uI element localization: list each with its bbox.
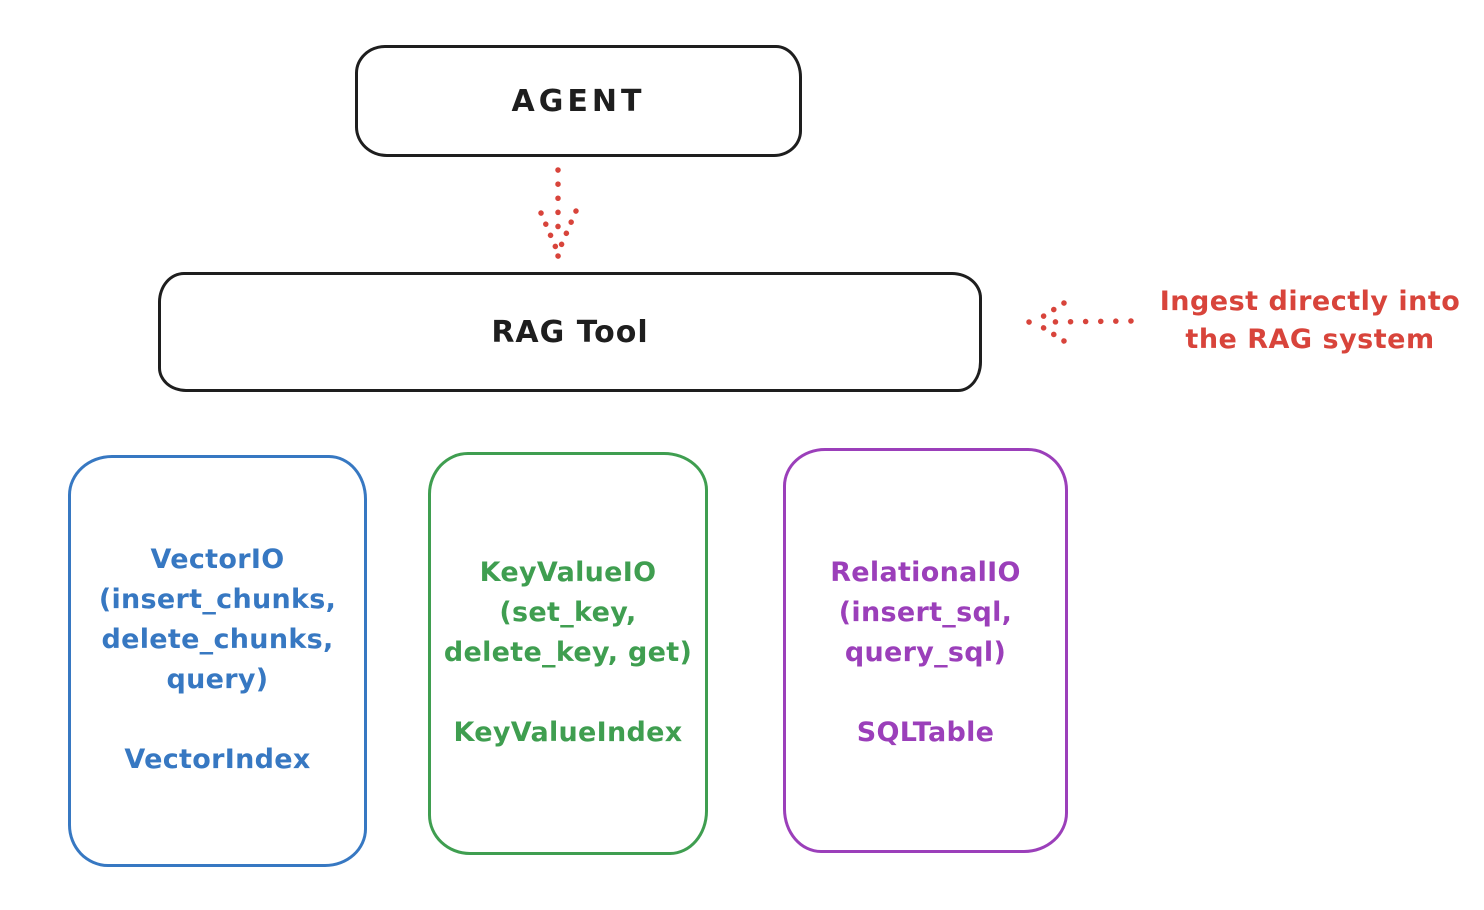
box-text-line: KeyValueIO — [479, 557, 657, 588]
box-text-line: (insert_chunks, — [98, 584, 337, 615]
box-text-line: delete_chunks, — [101, 624, 334, 655]
sql-table-label: SQLTable — [856, 717, 995, 748]
relational-io-title: RelationalIO (insert_sql, query_sql) — [830, 553, 1021, 673]
box-text-line: query) — [166, 664, 269, 695]
vector-io-title: VectorIO (insert_chunks, delete_chunks, … — [99, 540, 336, 700]
box-text-line: (insert_sql, — [838, 597, 1013, 628]
vector-io-box: VectorIO (insert_chunks, delete_chunks, … — [68, 455, 367, 867]
agent-label: AGENT — [511, 83, 646, 119]
rag-tool-box: RAG Tool — [158, 272, 982, 392]
keyvalue-io-title: KeyValueIO (set_key, delete_key, get) — [444, 553, 692, 673]
box-text-line: query_sql) — [844, 637, 1007, 668]
annotation-line-2: the RAG system — [1185, 324, 1435, 355]
annotation-line-1: Ingest directly into — [1159, 286, 1461, 317]
relational-io-box: RelationalIO (insert_sql, query_sql) SQL… — [783, 448, 1068, 853]
box-text-line: (set_key, — [499, 597, 637, 628]
keyvalue-io-box: KeyValueIO (set_key, delete_key, get) Ke… — [428, 452, 708, 855]
rag-tool-label: RAG Tool — [491, 314, 649, 350]
ingest-annotation: Ingest directly into the RAG system — [1140, 283, 1480, 359]
box-text-line: delete_key, get) — [443, 637, 693, 668]
vector-index-label: VectorIndex — [124, 744, 311, 775]
box-text-line: VectorIO — [150, 544, 285, 575]
keyvalue-index-label: KeyValueIndex — [453, 717, 683, 748]
left-arrow-icon — [1026, 300, 1134, 344]
box-text-line: RelationalIO — [830, 557, 1021, 588]
down-arrow-icon — [538, 167, 579, 259]
agent-box: AGENT — [355, 45, 802, 157]
